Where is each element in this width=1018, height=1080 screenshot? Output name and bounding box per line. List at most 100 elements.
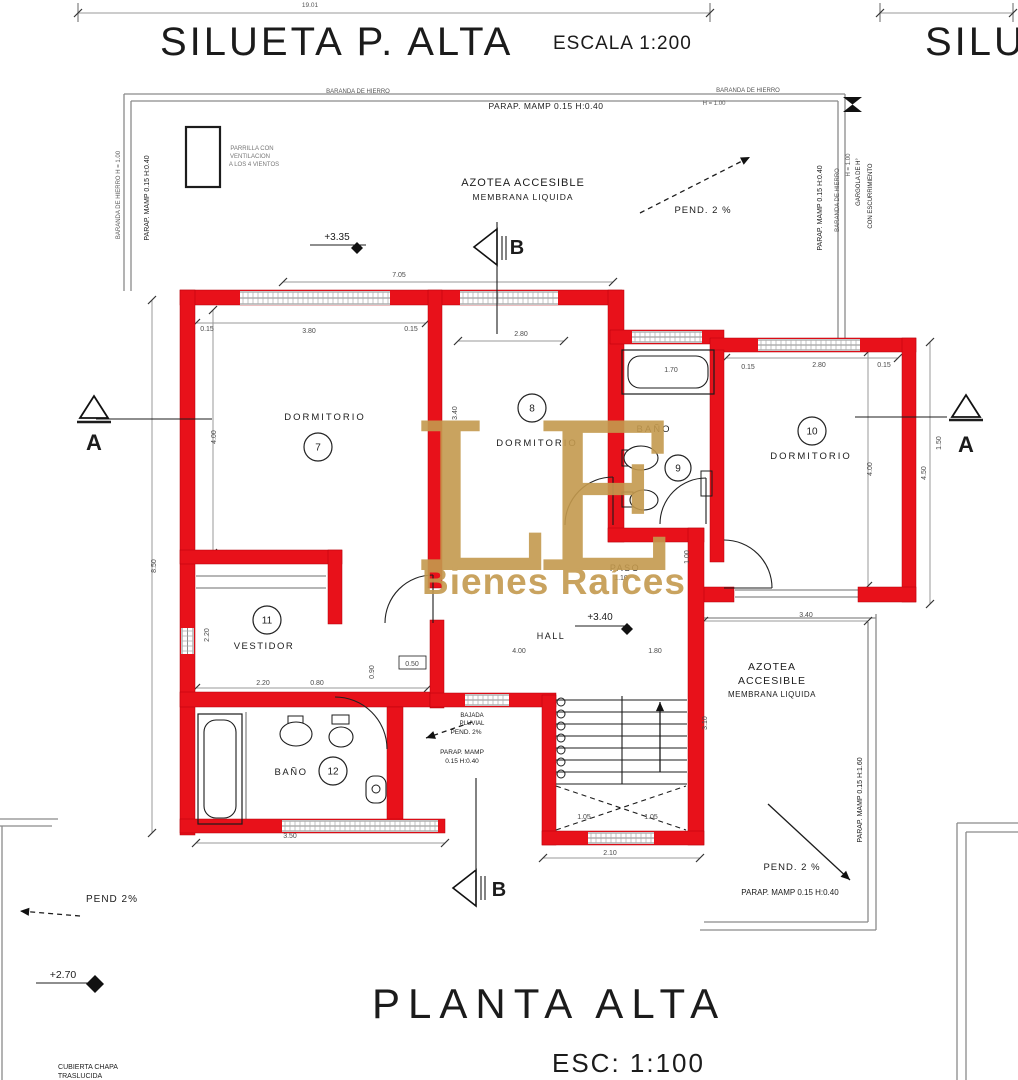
marker-symbol xyxy=(843,97,862,112)
fixture-ellipse xyxy=(629,489,659,511)
drawing-text-label: 1.50 xyxy=(936,436,943,450)
drawing-text-label: BARANDA DE HIERRO xyxy=(716,88,780,94)
dimension-tick xyxy=(559,336,569,346)
wall-segment xyxy=(179,691,433,708)
title-adjacent-silueta-partial: SILUETA xyxy=(925,20,1018,64)
room-number-label: 11 xyxy=(262,616,273,627)
section-letter-label: A xyxy=(86,430,102,455)
stair-baluster-circle xyxy=(556,709,566,719)
section-marker-triangle xyxy=(472,227,498,267)
title-silueta-scale: ESCALA 1:200 xyxy=(553,33,692,54)
drawing-text-label: PEND. 2 % xyxy=(763,862,820,873)
stair-baluster-circle xyxy=(556,769,566,779)
title-planta-alta: PLANTA ALTA xyxy=(372,980,727,1027)
drawing-text-label: 3.40 xyxy=(799,612,813,619)
drawing-text-label: 2.20 xyxy=(256,680,270,687)
room-number-label: 12 xyxy=(327,767,339,778)
title-planta-scale: ESC: 1:100 xyxy=(552,1048,705,1078)
room-number-circle xyxy=(252,605,282,635)
drawing-text-label: 0.15 xyxy=(877,362,891,369)
drawing-text-label: 2.80 xyxy=(812,362,826,369)
drawing-text-label: 1.00 xyxy=(684,550,691,564)
dimension-tick xyxy=(925,599,935,609)
drawing-text-label: H = 1.00 xyxy=(703,101,727,107)
drawing-text-label: PARAP. MAMP 0.15 H:0.40 xyxy=(144,155,151,240)
drawing-text-label: 3.40 xyxy=(452,406,459,420)
wall-segment xyxy=(429,619,445,709)
dimension-tick xyxy=(695,853,705,863)
dimension-tick xyxy=(147,295,157,305)
construction-line xyxy=(555,785,687,831)
fixture-rect xyxy=(700,470,713,497)
room-number-circle xyxy=(517,393,547,423)
fixture-ellipse xyxy=(623,445,659,471)
dimension-tick xyxy=(863,616,873,626)
section-marker-triangle xyxy=(950,393,982,418)
dimension-tick xyxy=(73,8,83,18)
drawing-text-label: 1.05 xyxy=(644,814,658,821)
drawing-text-label: HALL xyxy=(537,631,566,641)
drawing-text-label: BAJADA xyxy=(460,713,483,719)
fixture-round-rect xyxy=(365,775,387,804)
drawing-text-label: 8.50 xyxy=(151,559,158,573)
stair-baluster-circle xyxy=(556,745,566,755)
dimension-tick xyxy=(1008,8,1018,18)
drawing-text-label: BAÑO xyxy=(637,424,672,435)
drawing-text-label: A LOS 4 VIENTOS xyxy=(229,162,279,168)
title-silueta-p-alta: SILUETA P. ALTA xyxy=(160,20,514,64)
drawing-text-label: AZOTEA ACCESIBLE xyxy=(461,177,585,189)
drawing-text-label: +2.70 xyxy=(50,969,77,981)
fixture-round-rect xyxy=(627,355,709,389)
room-number-circle xyxy=(303,432,333,462)
drawing-text-label: CON ESCURRIMIENTO xyxy=(868,163,874,229)
room-number-circle xyxy=(664,454,692,482)
drawing-text-label: BARANDA DE HIERRO H = 1.00 xyxy=(116,150,122,239)
drawing-text-label: DORMITORIO xyxy=(770,451,852,462)
drawing-text-label: 4.50 xyxy=(921,466,928,480)
room-number-label: 8 xyxy=(529,404,535,415)
wall-segment xyxy=(699,586,735,603)
drawing-text-label: 1.70 xyxy=(664,367,678,374)
drawing-text-label: PEND 2% xyxy=(86,894,138,905)
slope-arrow-line xyxy=(767,803,851,881)
fixture-rect xyxy=(398,655,427,670)
drawing-text-label: 3.50 xyxy=(283,833,297,840)
room-number-label: 9 xyxy=(675,464,681,475)
drawing-text-label: 3.10 xyxy=(702,716,709,730)
door-swing-arc xyxy=(384,574,434,624)
dimension-tick xyxy=(278,277,288,287)
drawing-text-label: BARANDA DE HIERRO xyxy=(835,168,841,232)
slope-arrow-head xyxy=(840,870,850,880)
drawing-text-label: MEMBRANA LIQUIDA xyxy=(472,192,573,202)
wall-segment xyxy=(327,549,343,625)
drawing-text-label: VENTILACION xyxy=(230,154,270,160)
drawing-text-label: PARAP. MAMP 0.15 H:0.40 xyxy=(741,888,839,897)
drawing-text-label: GARGOLA DE H° xyxy=(856,158,862,206)
slope-arrow-line xyxy=(19,910,81,917)
door-swing-arc xyxy=(659,477,707,525)
dimension-tick xyxy=(440,838,450,848)
drawing-text-label: BAÑO xyxy=(275,767,308,778)
drawing-text-label: PASO xyxy=(610,563,640,573)
slope-arrow-head xyxy=(20,907,30,916)
drawing-text-label: 4.00 xyxy=(867,462,874,476)
wall-segment xyxy=(687,527,705,846)
drawing-text-label: +3.35 xyxy=(324,232,350,243)
dimension-tick xyxy=(608,277,618,287)
drawing-text-label: 7.05 xyxy=(392,272,406,279)
dimension-tick xyxy=(875,8,885,18)
dimension-tick xyxy=(453,336,463,346)
wall-segment xyxy=(179,549,343,565)
wall-segment xyxy=(541,694,557,846)
drawing-text-label: 4.00 xyxy=(512,648,526,655)
section-letter-label: B xyxy=(510,237,524,259)
drawing-text-label: 2.20 xyxy=(204,628,211,642)
drawing-text-label: H = 1.00 xyxy=(846,153,852,177)
drawing-text-label: BARANDA DE HIERRO xyxy=(326,89,390,95)
dimension-tick xyxy=(208,305,218,315)
room-number-label: 10 xyxy=(806,427,818,438)
drawing-text-label: 3.80 xyxy=(302,328,316,335)
slope-arrow-head xyxy=(426,731,436,739)
drawing-text-label: DORMITORIO xyxy=(284,412,366,423)
section-letter-label: B xyxy=(492,879,506,901)
